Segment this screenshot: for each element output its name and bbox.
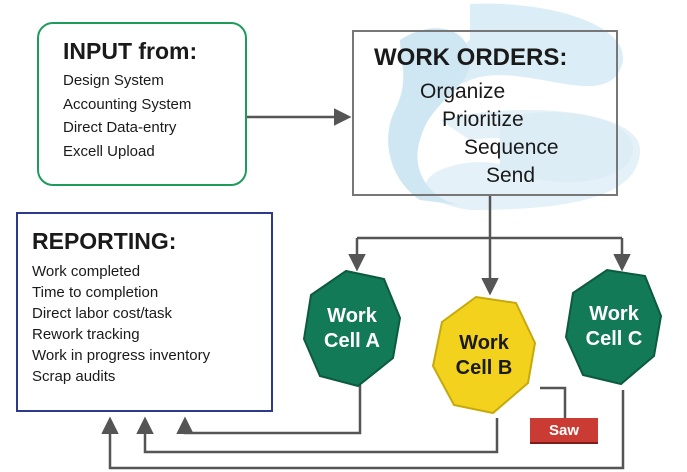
cell-a-label: Work Cell A [307, 304, 397, 354]
cella-to-reporting-line [176, 385, 362, 435]
report-item: Direct labor cost/task [32, 305, 173, 322]
input-item: Accounting System [63, 95, 192, 113]
reporting-box: REPORTING: Work completed Time to comple… [16, 212, 273, 412]
report-item: Work completed [32, 263, 141, 280]
work-step: Organize [420, 80, 506, 103]
saw-label: Saw [530, 418, 598, 444]
input-box: INPUT from: Design System Accounting Sys… [37, 22, 247, 186]
cell-a-hexagon [302, 269, 402, 388]
cell-a-line1: Work [327, 305, 377, 327]
work-orders-box: WORK ORDERS: Organize Prioritize Sequenc… [352, 30, 618, 196]
input-item: Design System [63, 72, 164, 89]
work-orders-title: WORK ORDERS: [374, 44, 568, 71]
cellb-to-saw-line [540, 386, 567, 418]
reporting-title: REPORTING: [32, 228, 177, 254]
cell-c-label: Work Cell C [569, 302, 659, 352]
report-item: Time to completion [32, 284, 159, 301]
cell-b-label: Work Cell B [439, 331, 529, 381]
cell-a-line2: Cell A [324, 330, 380, 352]
cell-b-line1: Work [459, 332, 509, 354]
input-item: Direct Data-entry [63, 119, 177, 136]
report-item: Scrap audits [32, 368, 116, 385]
cell-b-hexagon [431, 295, 537, 415]
input-title: INPUT from: [63, 38, 198, 64]
cellc-to-reporting-line [101, 390, 625, 470]
cell-c-hexagon [564, 268, 663, 386]
report-item: Work in progress inventory [32, 347, 211, 364]
report-item: Rework tracking [32, 326, 140, 343]
cell-c-line2: Cell C [585, 328, 643, 350]
cell-b-line2: Cell B [455, 357, 513, 379]
work-step: Send [486, 164, 536, 187]
cellb-to-reporting-line [136, 416, 499, 454]
work-step: Sequence [464, 136, 559, 159]
input-item: Excell Upload [63, 142, 155, 160]
work-step: Prioritize [442, 108, 524, 131]
logo-swirl-watermark [388, 3, 640, 210]
cell-c-line1: Work [589, 303, 639, 325]
